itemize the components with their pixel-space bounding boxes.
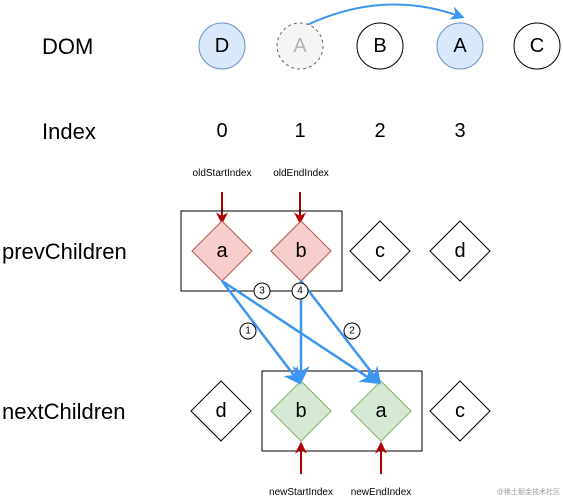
next-child-a: a — [350, 380, 412, 442]
svg-text:c: c — [375, 240, 385, 262]
svg-text:1: 1 — [245, 326, 251, 337]
svg-text:a: a — [375, 400, 387, 422]
row-label-next-children: nextChildren — [2, 399, 126, 424]
step-badge-4: 4 — [291, 282, 309, 300]
row-label-dom: DOM — [42, 34, 93, 59]
new-end-index-label: newEndIndex — [351, 487, 412, 498]
dom-move-arrow — [304, 3, 465, 27]
dom-node-a-removed: A — [276, 22, 324, 70]
next-child-c: c — [429, 380, 491, 442]
next-child-d: d — [190, 380, 252, 442]
dom-node-d: D — [198, 22, 246, 70]
svg-text:b: b — [295, 240, 306, 262]
svg-text:a: a — [216, 240, 228, 262]
svg-text:3: 3 — [259, 286, 265, 297]
next-window-box — [261, 370, 423, 452]
index-1: 1 — [294, 120, 305, 142]
svg-text:D: D — [215, 35, 229, 57]
old-start-index-label: oldStartIndex — [193, 168, 252, 179]
index-3: 3 — [454, 120, 465, 142]
prev-child-d: d — [429, 220, 491, 282]
dom-node-a-moved: A — [436, 22, 484, 70]
svg-text:b: b — [295, 400, 306, 422]
svg-text:2: 2 — [349, 326, 355, 337]
prev-child-c: c — [349, 220, 411, 282]
index-2: 2 — [374, 120, 385, 142]
dom-node-b: B — [356, 22, 404, 70]
step-badge-1: 1 — [239, 322, 257, 340]
svg-text:B: B — [373, 35, 386, 57]
svg-text:C: C — [530, 35, 544, 57]
step-badge-2: 2 — [343, 322, 361, 340]
compare-arrow-1 — [221, 280, 302, 385]
step-badge-3: 3 — [253, 282, 271, 300]
watermark: @稀土掘金技术社区 — [497, 487, 560, 496]
row-label-prev-children: prevChildren — [2, 239, 127, 264]
compare-arrow-2 — [300, 280, 382, 385]
svg-text:A: A — [293, 35, 307, 57]
compare-arrow-3 — [221, 279, 378, 384]
svg-text:d: d — [454, 240, 465, 262]
svg-text:A: A — [453, 35, 467, 57]
svg-text:d: d — [215, 400, 226, 422]
old-end-index-label: oldEndIndex — [273, 168, 329, 179]
svg-text:c: c — [455, 400, 465, 422]
new-start-index-label: newStartIndex — [269, 487, 333, 498]
row-label-index: Index — [42, 119, 96, 144]
dom-node-c: C — [513, 22, 561, 70]
index-0: 0 — [216, 120, 227, 142]
prev-child-b: b — [270, 220, 332, 282]
next-child-b: b — [270, 380, 332, 442]
svg-text:4: 4 — [297, 286, 303, 297]
prev-child-a: a — [191, 220, 253, 282]
